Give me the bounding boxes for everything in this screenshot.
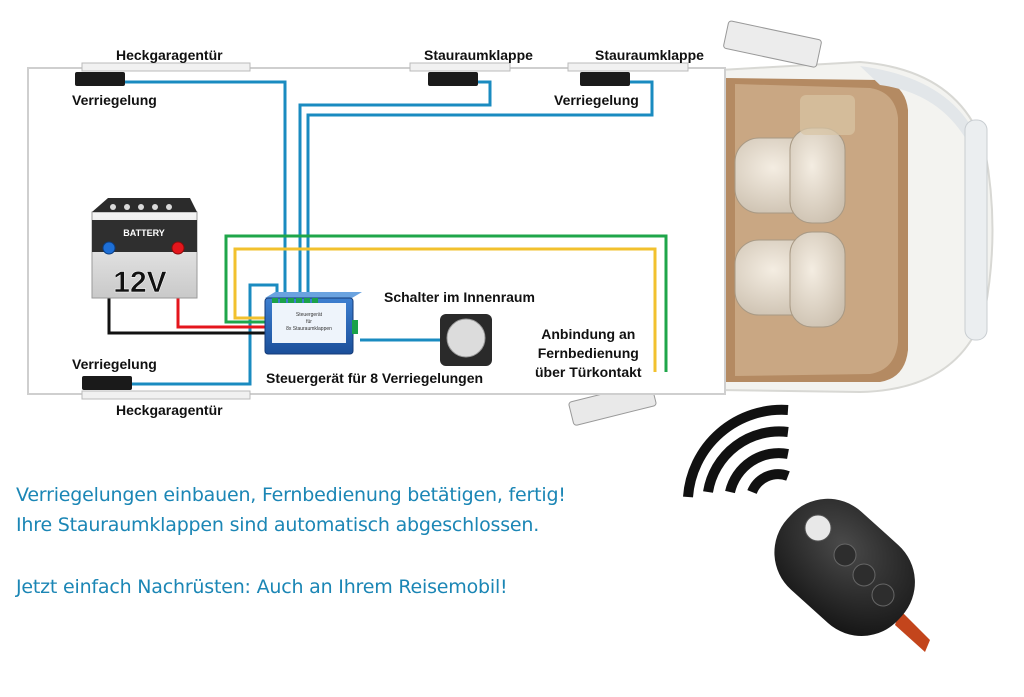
- caption-line-3: Jetzt einfach Nachrüsten: Auch an Ihrem …: [16, 576, 508, 598]
- car-key-remote-icon: [774, 498, 930, 652]
- wifi-signal-icon: [683, 404, 790, 498]
- control-unit-line2: für: [306, 319, 312, 325]
- wire-blue-heck-bottom: [132, 283, 279, 386]
- control-unit-icon: Steuergerät für 8x Stauraumklappen: [264, 292, 362, 355]
- label-anbindung-line3: über Türkontakt: [535, 364, 642, 380]
- control-unit-line3: 8x Stauraumklappen: [286, 326, 332, 332]
- label-stauraum-1: Stauraumklappe: [424, 47, 533, 63]
- caption-line-2: Ihre Stauraumklappen sind automatisch ab…: [16, 514, 540, 536]
- passenger-seat: [734, 231, 846, 328]
- wire-green: [224, 234, 668, 372]
- wire-blue-stauraum-2: [306, 80, 654, 300]
- wire-blue-heck-top: [125, 80, 287, 300]
- wire-yellow: [233, 247, 657, 372]
- label-steuergeraet: Steuergerät für 8 Verriegelungen: [266, 370, 484, 386]
- caption-line-1: Verriegelungen einbauen, Fernbedienung b…: [16, 484, 566, 506]
- label-schalter: Schalter im Innenraum: [384, 289, 535, 305]
- label-heckgarage-bottom: Heckgaragentür: [116, 402, 223, 418]
- label-verriegelung-top-left: Verriegelung: [72, 92, 157, 108]
- label-stauraum-2: Stauraumklappe: [595, 47, 704, 63]
- control-unit-line1: Steuergerät: [296, 312, 323, 318]
- driver-seat: [734, 127, 846, 224]
- label-anbindung-line1: Anbindung an: [541, 326, 636, 342]
- label-anbindung-line2: Fernbedienung: [537, 345, 639, 361]
- battery-voltage: 12V: [113, 266, 166, 299]
- label-heckgarage-top: Heckgaragentür: [116, 47, 223, 63]
- door-lock-icon: [75, 72, 630, 390]
- battery-icon: BATTERY 12V: [91, 198, 198, 299]
- wire-blue-stauraum-1: [298, 80, 492, 300]
- label-verriegelung-top-right: Verriegelung: [554, 92, 639, 108]
- label-verriegelung-bottom: Verriegelung: [72, 356, 157, 372]
- battery-label: BATTERY: [123, 228, 165, 238]
- label-anbindung: Anbindung an Fernbedienung über Türkonta…: [535, 325, 642, 382]
- vehicle-cabin: [568, 20, 994, 426]
- switch-icon: [440, 314, 492, 366]
